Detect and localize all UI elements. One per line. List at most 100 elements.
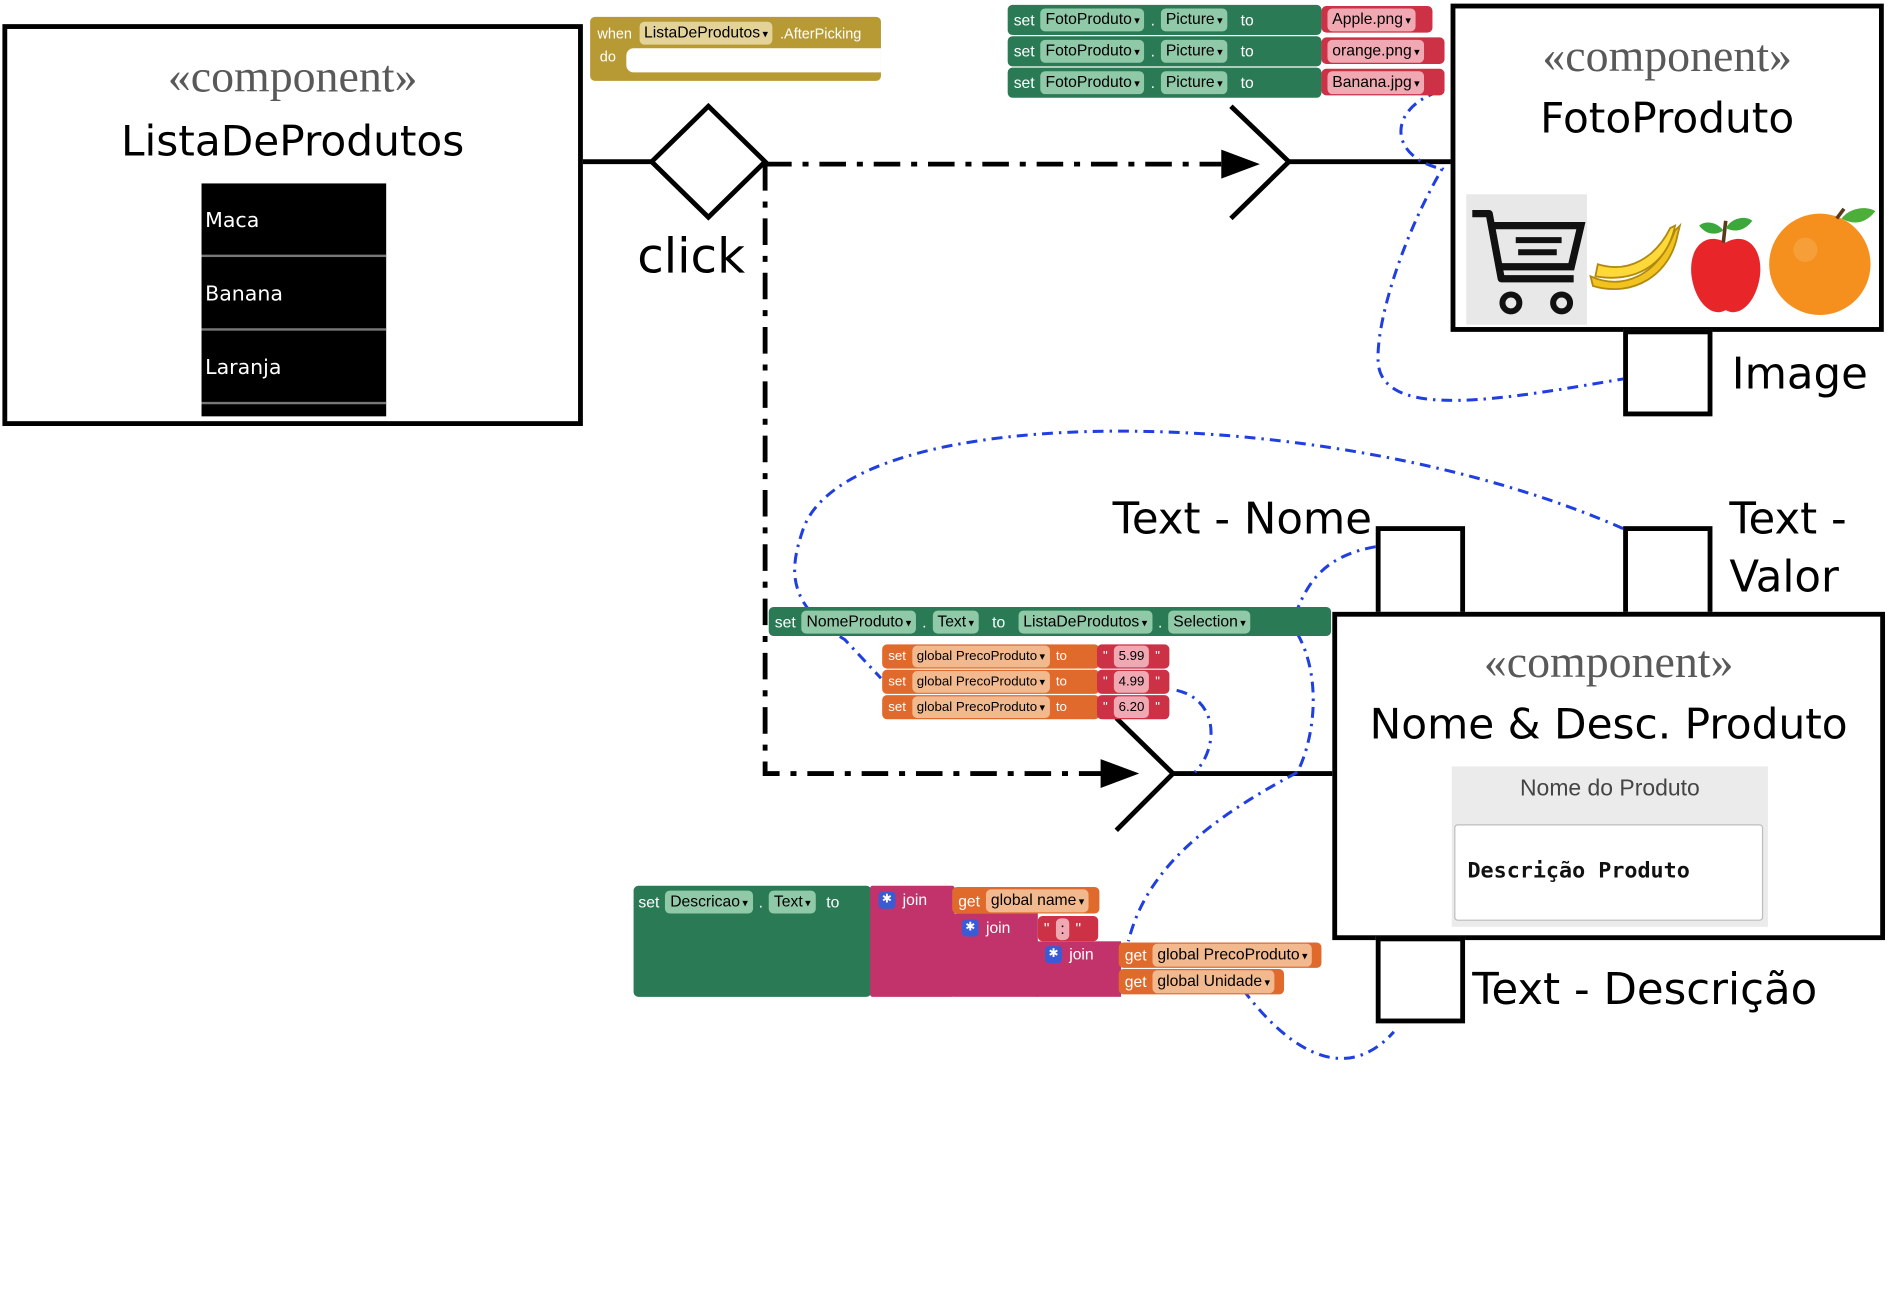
price-value-block[interactable]: "4.99" [1096,669,1170,694]
gear-icon[interactable]: ✱ [878,891,896,909]
variable-pill[interactable]: global PrecoProduto▾ [911,670,1050,693]
event-name: .AfterPicking [780,24,862,42]
descricao-produto-field[interactable]: Descrição Produto [1454,824,1764,921]
socket-nome [1114,716,1177,832]
variable-pill[interactable]: global PrecoProduto▾ [911,696,1050,719]
get-global-name-block[interactable]: get global name▾ [952,886,1100,914]
gear-icon[interactable]: ✱ [1045,945,1062,963]
get-keyword: get [1124,972,1147,991]
variable-pill-label: global name [990,890,1077,909]
filename-label: Apple.png [1332,9,1403,28]
event-component-label: ListaDeProdutos [644,22,761,42]
text-value-pill[interactable]: : [1055,917,1070,940]
list-item[interactable]: Maca [201,183,387,258]
variable-pill[interactable]: global Unidade▾ [1152,970,1275,994]
property-pill[interactable]: Picture▾ [1160,71,1228,95]
property-pill-label: Text [937,611,967,630]
dot-separator: . [1158,612,1163,631]
price-pill[interactable]: 5.99 [1113,645,1150,668]
set-keyword: set [1013,10,1035,29]
variable-pill-label: global PrecoProduto [916,674,1038,690]
list-picker[interactable]: Maca Banana Laranja [201,183,387,417]
port-text-valor-label-2: Valor [1729,552,1839,603]
gear-icon[interactable]: ✱ [961,918,979,936]
filename-label: orange.png [1332,40,1412,59]
price-value-block[interactable]: "5.99" [1096,644,1170,669]
dot-separator: . [1150,73,1155,92]
set-nomeproduto-block[interactable]: set NomeProduto▾ . Text▾ to ListaDeProdu… [768,607,1332,636]
get-global-preco-block[interactable]: get global PrecoProduto▾ [1118,942,1322,968]
component-name: ListaDeProdutos [121,118,465,167]
port-image-label: Image [1731,349,1868,400]
set-descricao-header: set Descricao▾ . Text▾ to [638,890,840,914]
click-label: click [637,229,746,285]
list-item[interactable]: Laranja [201,331,387,405]
set-keyword: set [774,612,796,631]
quote-right: " [1155,674,1161,690]
variable-pill[interactable]: global PrecoProduto▾ [911,645,1050,668]
nome-produto-text: Nome do Produto [1520,775,1700,802]
source-property-label: Selection [1173,611,1238,630]
event-block[interactable]: when ListaDeProdutos▾ .AfterPicking do [590,16,881,81]
property-pill[interactable]: Picture▾ [1160,39,1228,63]
property-pill[interactable]: Text▾ [769,890,816,914]
stereotype-label: «component» [1483,637,1734,688]
picture-value-block[interactable]: orange.png▾ [1321,37,1445,64]
link-desc [1126,771,1395,1060]
join-inner-header: ✱ join [1045,945,1094,963]
variable-pill-label: global PrecoProduto [1157,944,1300,964]
list-item[interactable]: Banana [201,257,387,331]
port-text-descricao-label: Text - Descrição [1472,965,1818,1015]
filename-pill[interactable]: orange.png▾ [1327,39,1425,63]
component-name: Nome & Desc. Produto [1369,701,1848,750]
to-keyword: to [1240,73,1254,92]
component-name: FotoProduto [1540,95,1795,144]
port-text-nome [1375,526,1466,617]
join-outer-header: ✱ join [878,891,927,909]
source-component-pill[interactable]: ListaDeProdutos▾ [1018,610,1153,633]
port-text-descricao [1375,936,1466,1024]
link-preco [1176,688,1213,774]
get-global-unidade-block[interactable]: get global Unidade▾ [1118,969,1285,995]
arrowhead-foto [1221,149,1260,179]
component-pill[interactable]: FotoProduto▾ [1040,71,1145,95]
variable-pill[interactable]: global name▾ [986,888,1090,912]
property-pill[interactable]: Text▾ [932,610,979,633]
component-pill[interactable]: FotoProduto▾ [1040,39,1145,63]
source-property-pill[interactable]: Selection▾ [1168,610,1251,633]
filename-label: Banana.jpg [1332,71,1412,90]
price-pill[interactable]: 4.99 [1113,670,1150,693]
dependency-line-down [762,164,1106,776]
price-pill[interactable]: 6.20 [1113,696,1150,719]
to-keyword: to [826,893,840,912]
component-pill-label: FotoProduto [1045,72,1132,91]
to-keyword: to [1055,649,1067,664]
component-pill[interactable]: FotoProduto▾ [1040,8,1145,32]
join-keyword: join [1069,944,1094,964]
to-keyword: to [992,612,1006,631]
component-pill-label: FotoProduto [1045,41,1132,60]
port-text-valor-label: Text - [1729,494,1847,545]
component-pill[interactable]: Descricao▾ [665,890,753,914]
filename-pill[interactable]: Banana.jpg▾ [1327,70,1425,94]
socket-foto [1229,104,1293,221]
filename-pill[interactable]: Apple.png▾ [1327,7,1416,31]
picture-value-block[interactable]: Banana.jpg▾ [1321,68,1445,96]
set-keyword: set [888,699,906,715]
variable-pill[interactable]: global PrecoProduto▾ [1152,943,1313,967]
property-pill[interactable]: Picture▾ [1160,8,1228,32]
price-value-block[interactable]: "6.20" [1096,695,1170,720]
arrowhead-nome [1100,759,1140,789]
port-text-nome-label: Text - Nome [1112,494,1372,545]
property-pill-label: Picture [1165,41,1215,60]
text-colon-block[interactable]: " : " [1037,915,1099,942]
component-pill[interactable]: NomeProduto▾ [801,610,917,633]
picture-value-block[interactable]: Apple.png▾ [1321,6,1433,33]
event-component-pill[interactable]: ListaDeProdutos▾ [639,21,773,45]
